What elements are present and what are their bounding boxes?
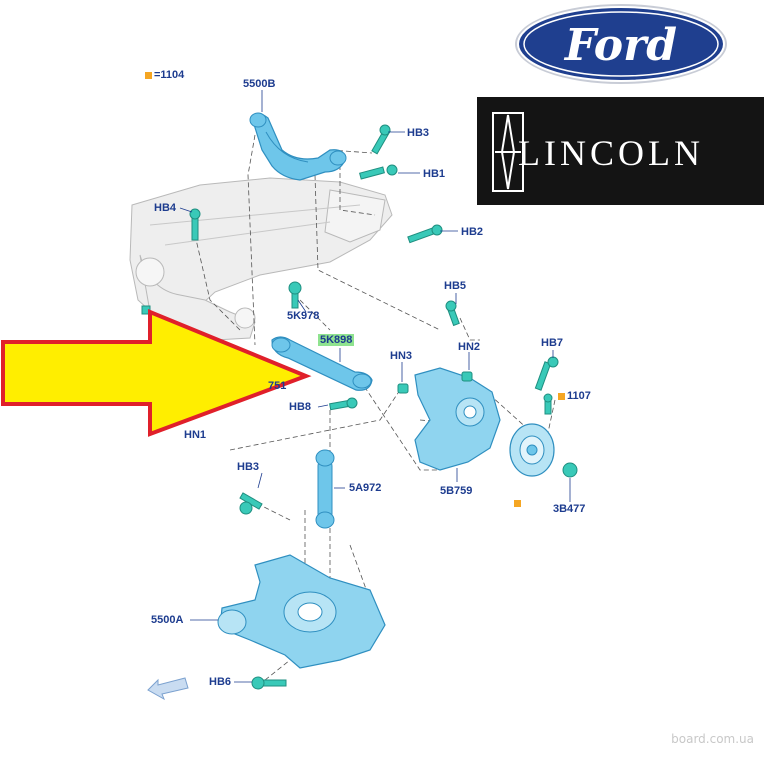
fasteners [141,124,578,690]
ford-logo: Ford [515,4,727,84]
ford-logo-text: Ford [563,20,677,71]
label-hn2: HN2 [458,341,481,353]
leader-lines [179,90,571,683]
direction-arrow-icon [147,677,189,701]
label-5500b: 5500B [243,78,276,90]
label-751: 751 [268,380,287,392]
upper-control-arm-5500b [249,112,347,181]
label-hb5: HB5 [444,280,467,292]
nut-hn2 [461,371,473,382]
label-1107-marker [558,393,565,400]
label-hb6: HB6 [209,676,232,688]
legend-text: =1104 [154,69,185,81]
label-hn1: HN1 [184,429,207,441]
knuckle-5b759 [414,367,501,471]
label-hn3: HN3 [390,350,413,362]
label-5a972: 5A972 [349,482,382,494]
label-hb2: HB2 [461,226,484,238]
lateral-arm-5k898 [271,336,373,391]
bolt-hb4 [189,208,201,241]
bolt-hb1 [359,164,398,180]
label-hb1: HB1 [423,168,446,180]
toe-link-5a972 [315,449,335,529]
label-5k898-text: 5K898 [318,334,355,346]
label-3b477: 3B477 [553,503,586,515]
label-hb3-top: HB3 [407,127,430,139]
knuckle-5500a [217,554,386,669]
label-5b759: 5B759 [440,485,473,497]
wheel-hub-3b477 [509,423,555,477]
nut-hn3 [397,383,409,394]
watermark: board.com.ua [671,732,754,746]
ford-logo-panel: Ford [477,0,764,96]
bolt-hb6 [251,676,287,690]
label-hb7: HB7 [541,337,564,349]
bolt-hb5 [445,300,460,327]
bolt-hb3-top [371,124,391,155]
lincoln-logo-panel [477,97,764,205]
bolt-1107 [543,393,553,415]
legend-marker-bottom [514,500,521,507]
label-hb8: HB8 [289,401,312,413]
lincoln-logo-text: LINCOLN [518,133,704,173]
label-5k978: 5K978 [287,310,320,322]
label-5k898: 5K898 [318,334,355,346]
nut-3b477 [562,462,578,478]
bolt-hb7 [534,356,559,391]
highlight-arrow [1,309,312,437]
label-hb3-low: HB3 [237,461,260,473]
label-1107: 1107 [567,390,591,402]
label-hb4: HB4 [154,202,177,214]
legend-marker [145,72,152,79]
bolt-5k978 [288,281,302,309]
bolt-hb3-low [239,492,263,515]
bolt-hb2 [407,224,443,244]
lincoln-star-icon [492,112,524,192]
bolt-hb8 [329,397,358,411]
label-5500a: 5500A [151,614,184,626]
